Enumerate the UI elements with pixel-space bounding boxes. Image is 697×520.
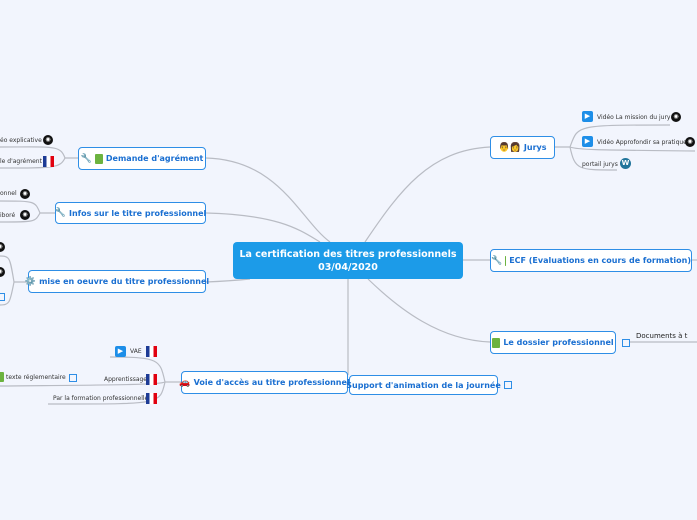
- node-ecf[interactable]: 🔧 ECF (Evaluations en cours de formation…: [490, 249, 692, 272]
- video-disc-icon[interactable]: ◉: [43, 135, 53, 145]
- node-label: Demande d'agrément: [105, 154, 204, 163]
- wordpress-icon[interactable]: W: [620, 158, 631, 169]
- video-disc-icon[interactable]: ◉: [20, 210, 30, 220]
- node-dossier-professionnel[interactable]: Le dossier professionnel: [490, 331, 616, 354]
- leaf-portail-jurys[interactable]: portail jurys: [582, 161, 618, 168]
- french-flag-icon[interactable]: [146, 346, 157, 357]
- node-label: mise en oeuvre du titre professionnel: [39, 277, 210, 286]
- leaf-video-approfondir[interactable]: Vidéo Approfondir sa pratique: [597, 139, 687, 146]
- people-icon: 👨👩: [498, 142, 521, 153]
- video-disc-icon[interactable]: ◉: [0, 267, 5, 277]
- node-voie-acces[interactable]: 🚗 Voie d'accès au titre professionnel: [179, 371, 350, 394]
- external-link-icon[interactable]: [0, 293, 5, 301]
- node-support-animation[interactable]: Support d'animation de la journée: [346, 375, 501, 395]
- external-link-icon[interactable]: [69, 374, 77, 382]
- node-label: Infos sur le titre professionnel: [68, 208, 207, 218]
- leaf-agrement[interactable]: le d'agrément: [0, 158, 42, 165]
- node-label: Jurys: [523, 143, 547, 152]
- node-label: Voie d'accès au titre professionnel: [193, 378, 350, 387]
- node-jurys[interactable]: 👨👩 Jurys: [490, 136, 555, 159]
- leaf-video-mission[interactable]: Vidéo La mission du jury: [597, 114, 671, 121]
- leaf-vae[interactable]: VAE: [130, 348, 142, 355]
- wrench-icon: 🔧: [491, 255, 503, 266]
- gear-icon: ⚙️: [24, 276, 37, 287]
- leaf-documents[interactable]: Documents à t: [636, 332, 688, 340]
- book-icon: [94, 153, 103, 164]
- video-disc-icon[interactable]: ◉: [0, 242, 5, 252]
- external-link-icon[interactable]: [622, 339, 630, 347]
- video-disc-icon[interactable]: ◉: [685, 137, 695, 147]
- french-flag-icon[interactable]: [146, 374, 157, 385]
- french-flag-icon[interactable]: [146, 393, 157, 404]
- central-date: 03/04/2020: [318, 261, 378, 273]
- node-label: Support d'animation de la journée: [346, 380, 501, 390]
- french-flag-icon[interactable]: [43, 156, 54, 167]
- node-label: ECF (Evaluations en cours de formation): [509, 256, 691, 265]
- book-icon: [505, 255, 507, 266]
- leaf-infos-2[interactable]: iboré: [0, 212, 16, 219]
- leaf-formation-pro[interactable]: Par la formation professionnelle: [53, 395, 149, 402]
- play-icon[interactable]: ▶: [115, 346, 126, 357]
- play-icon[interactable]: ▶: [582, 111, 593, 122]
- node-mise-en-oeuvre[interactable]: ⚙️ mise en oeuvre du titre professionnel: [24, 270, 210, 293]
- video-disc-icon[interactable]: ◉: [671, 112, 681, 122]
- node-infos-titre[interactable]: 🔧 Infos sur le titre professionnel: [55, 202, 206, 224]
- wrench-icon: 🔧: [80, 153, 92, 164]
- external-link-icon[interactable]: [504, 381, 512, 389]
- wrench-icon: 🔧: [54, 208, 66, 218]
- book-icon: [0, 372, 4, 382]
- node-label: Le dossier professionnel: [503, 338, 614, 347]
- node-demande-agrement[interactable]: 🔧 Demande d'agrément: [78, 147, 206, 170]
- central-topic[interactable]: La certification des titres professionne…: [233, 242, 463, 279]
- leaf-texte-reglementaire[interactable]: texte réglementaire: [6, 374, 66, 381]
- leaf-infos-1[interactable]: onnel: [0, 190, 17, 197]
- video-disc-icon[interactable]: ◉: [20, 189, 30, 199]
- car-icon: 🚗: [179, 377, 191, 388]
- leaf-apprentissage[interactable]: Apprentissage: [104, 376, 147, 383]
- play-icon[interactable]: ▶: [582, 136, 593, 147]
- central-title: La certification des titres professionne…: [239, 248, 457, 260]
- book-icon: [492, 337, 501, 348]
- leaf-video-explicative[interactable]: éo explicative: [0, 137, 42, 144]
